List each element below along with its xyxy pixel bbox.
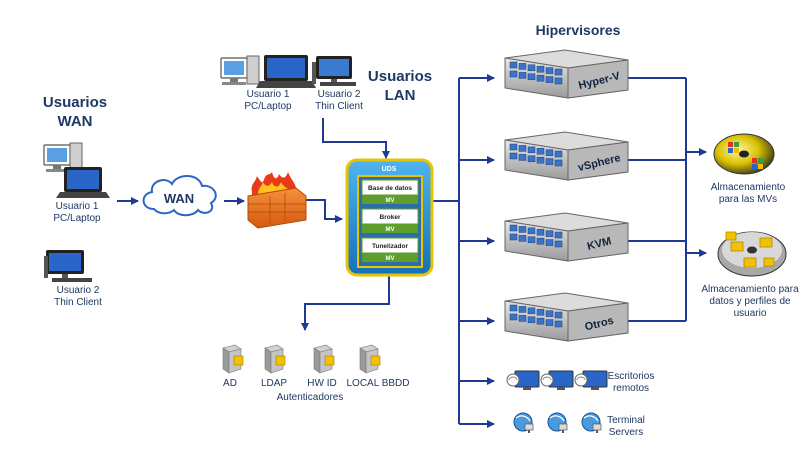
uds-module-database: Base de datos MV — [361, 179, 419, 204]
auth-label-ad: AD — [223, 378, 237, 389]
wan-user2-label: Usuario 2 Thin Client — [38, 285, 118, 309]
firewall-icon — [247, 172, 307, 229]
wan-user1-text: Usuario 1 PC/Laptop — [53, 201, 101, 224]
usuarios-lan-text: Usuarios LAN — [367, 68, 433, 104]
authenticator-server-icon — [222, 344, 244, 374]
terminal-server-icon — [581, 412, 602, 433]
escritorios-text: Escritorios remotos — [607, 371, 655, 394]
uds-title: UDS — [382, 166, 397, 173]
storage-user-data-disk-icon — [717, 231, 787, 277]
usuarios-wan-heading: Usuarios WAN — [30, 93, 120, 131]
lan-user2-thin-client-icon — [312, 56, 356, 86]
lan-user1-text: Usuario 1 PC/Laptop — [244, 89, 292, 112]
usuarios-wan-text: Usuarios WAN — [42, 94, 108, 130]
terminal-server-icon — [513, 412, 534, 433]
auth-label-hwid: HW ID — [307, 378, 337, 389]
hypervisor-server-vsphere: vSphere — [504, 131, 629, 181]
storage-mvs-disk-icon — [713, 133, 775, 175]
uds-module-name: Base de datos — [368, 185, 412, 192]
terminal-label: Terminal Servers — [596, 415, 656, 439]
almacen-datos-label: Almacenamiento para datos y perfiles de … — [700, 284, 800, 320]
autenticadores-label: Autenticadores — [276, 392, 344, 403]
authenticator-server-icon — [359, 344, 381, 374]
uds-to-authenticators-arrow — [301, 276, 390, 331]
wan-user2-thin-client-icon — [44, 250, 92, 282]
wan-user1-computers-icon — [43, 142, 110, 198]
almacen-datos-text: Almacenamiento para datos y perfiles de … — [701, 284, 799, 319]
terminal-text: Terminal Servers — [607, 415, 645, 438]
uds-module-tag: MV — [386, 198, 395, 204]
authenticator-servers — [222, 344, 381, 374]
lan-user1-label: Usuario 1 PC/Laptop — [235, 89, 301, 113]
hypervisor-server-otros: Otros — [504, 292, 629, 342]
wan-user1-label: Usuario 1 PC/Laptop — [42, 201, 112, 225]
firewall-to-uds-arrow — [305, 199, 343, 223]
uds-module-broker: Broker MV — [361, 208, 419, 233]
lan-users-to-uds-arrow — [322, 118, 390, 159]
authenticator-server-icon — [264, 344, 286, 374]
uds-module-tunnel: Tunelizador MV — [361, 237, 419, 262]
remote-desktop-icon — [506, 370, 540, 390]
uds-module-tag: MV — [386, 256, 395, 262]
terminal-server-icon — [547, 412, 568, 433]
terminal-server-icons — [513, 412, 602, 433]
almacen-mvs-text: Almacenamiento para las MVs — [710, 182, 786, 205]
hypervisor-server-kvm: KVM — [504, 212, 629, 262]
almacen-mvs-label: Almacenamiento para las MVs — [700, 182, 796, 206]
lan-user2-label: Usuario 2 Thin Client — [303, 89, 375, 113]
authenticator-server-icon — [313, 344, 335, 374]
remote-desktop-icon — [540, 370, 574, 390]
wan-cloud-icon — [142, 175, 217, 217]
lan-user1-computers-icon — [220, 55, 316, 88]
hipervisores-heading: Hipervisores — [535, 22, 621, 38]
wan-user2-text: Usuario 2 Thin Client — [54, 285, 102, 308]
remote-desktop-icon — [574, 370, 608, 390]
hypervisor-name: KVM — [586, 235, 613, 253]
lan-user2-text: Usuario 2 Thin Client — [315, 89, 363, 112]
uds-module-name: Broker — [380, 214, 401, 221]
usuarios-lan-heading: Usuarios LAN — [362, 67, 438, 105]
uds-broker-box: UDS Base de datos MV Broker MV Tunelizad… — [345, 158, 434, 277]
hypervisor-server-hyper-v: Hyper-V — [504, 49, 629, 99]
remote-desktop-icons — [506, 370, 608, 390]
escritorios-label: Escritorios remotos — [596, 371, 666, 395]
uds-module-tag: MV — [386, 227, 395, 233]
wan-cloud-label: WAN — [163, 191, 195, 206]
uds-module-name: Tunelizador — [372, 243, 408, 250]
connections — [117, 74, 707, 428]
auth-label-ldap: LDAP — [260, 378, 288, 389]
auth-label-local: LOCAL BBDD — [346, 378, 410, 389]
